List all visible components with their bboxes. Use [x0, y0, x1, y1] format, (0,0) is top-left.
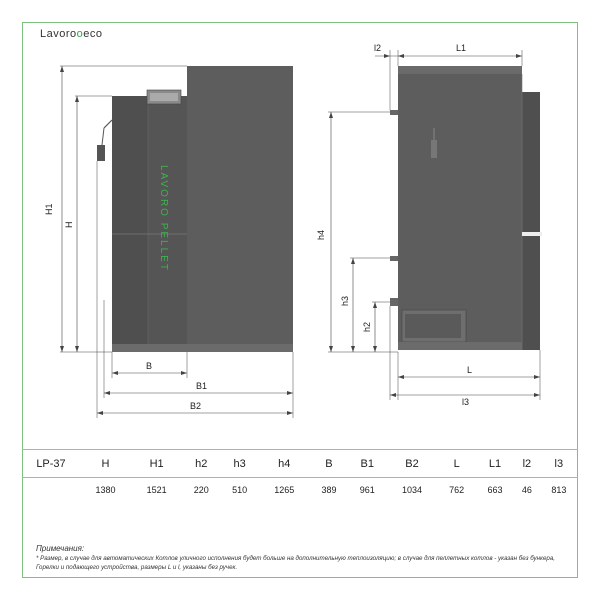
side-main-body [398, 66, 522, 350]
side-ash-door-inner [405, 314, 461, 338]
control-panel-display [150, 93, 178, 101]
value-cell: 813 [539, 477, 578, 502]
value-cell: 510 [220, 477, 259, 502]
spec-value-row: 1380 1521 220 510 1265 389 961 1034 762 … [22, 477, 578, 502]
side-rear-panel [520, 92, 540, 350]
brand-logo: Lavorooeco [40, 28, 103, 40]
lever-weight [97, 145, 105, 161]
header-cell: h3 [220, 449, 259, 478]
header-cell: B [309, 449, 349, 478]
note-text: * Размер, в случае для автоматических Ко… [36, 555, 556, 571]
header-cell: H1 [131, 449, 183, 478]
side-brand-text: LAVORO PELLET [158, 165, 169, 272]
value-cell: 389 [309, 477, 349, 502]
label-l2: l2 [374, 43, 381, 53]
page-frame [22, 22, 578, 578]
boiler-base [112, 344, 293, 352]
label-h2: h2 [362, 322, 372, 332]
header-cell: L1 [475, 449, 515, 478]
model-empty-cell [22, 477, 80, 502]
spec-header-row: LP-37 H H1 h2 h3 h4 B B1 B2 L L1 l2 l3 [22, 449, 578, 478]
side-handle [431, 140, 437, 158]
pipe-low [390, 298, 398, 306]
spec-table: LP-37 H H1 h2 h3 h4 B B1 B2 L L1 l2 l3 1… [22, 449, 578, 502]
brand-name-left: Lavoro [40, 28, 77, 40]
value-cell: 663 [475, 477, 515, 502]
brand-name-mark: o [76, 28, 84, 40]
label-L: L [467, 365, 472, 375]
header-cell: l3 [539, 449, 578, 478]
label-H1: H1 [44, 203, 54, 215]
lever-rod [101, 127, 105, 146]
side-view: l2 L1 h4 h3 h2 L [316, 43, 542, 407]
technical-drawing: LAVORO PELLET H1 H B B1 [44, 43, 542, 418]
value-cell: 1521 [131, 477, 183, 502]
front-view: LAVORO PELLET H1 H B B1 [44, 65, 294, 418]
header-cell: L [437, 449, 476, 478]
model-cell: LP-37 [22, 449, 80, 478]
pipe-top [390, 110, 398, 115]
header-cell: l2 [514, 449, 540, 478]
label-L1: L1 [456, 43, 466, 53]
lever-arm [103, 119, 113, 129]
side-base [398, 342, 522, 350]
side-top-cap [398, 66, 522, 74]
brand-name-right: eco [83, 28, 103, 40]
header-cell: B1 [348, 449, 387, 478]
header-cell: H [80, 449, 132, 478]
value-cell: 1265 [258, 477, 310, 502]
header-cell: h2 [182, 449, 221, 478]
header-cell: B2 [386, 449, 438, 478]
label-h4: h4 [316, 230, 326, 240]
label-B2: B2 [190, 401, 201, 411]
boiler-left-panel [112, 96, 148, 352]
value-cell: 1034 [386, 477, 438, 502]
label-B: B [146, 361, 152, 371]
hopper-body [187, 66, 293, 352]
pipe-mid [390, 256, 398, 261]
side-bracket [522, 232, 542, 236]
header-cell: h4 [258, 449, 310, 478]
value-cell: 46 [514, 477, 540, 502]
label-h3: h3 [340, 296, 350, 306]
label-H: H [64, 222, 74, 229]
note-title: Примечания: [36, 544, 85, 553]
label-l3: l3 [462, 397, 469, 407]
value-cell: 1380 [80, 477, 132, 502]
value-cell: 961 [348, 477, 387, 502]
label-B1: B1 [196, 381, 207, 391]
value-cell: 220 [182, 477, 221, 502]
value-cell: 762 [437, 477, 476, 502]
